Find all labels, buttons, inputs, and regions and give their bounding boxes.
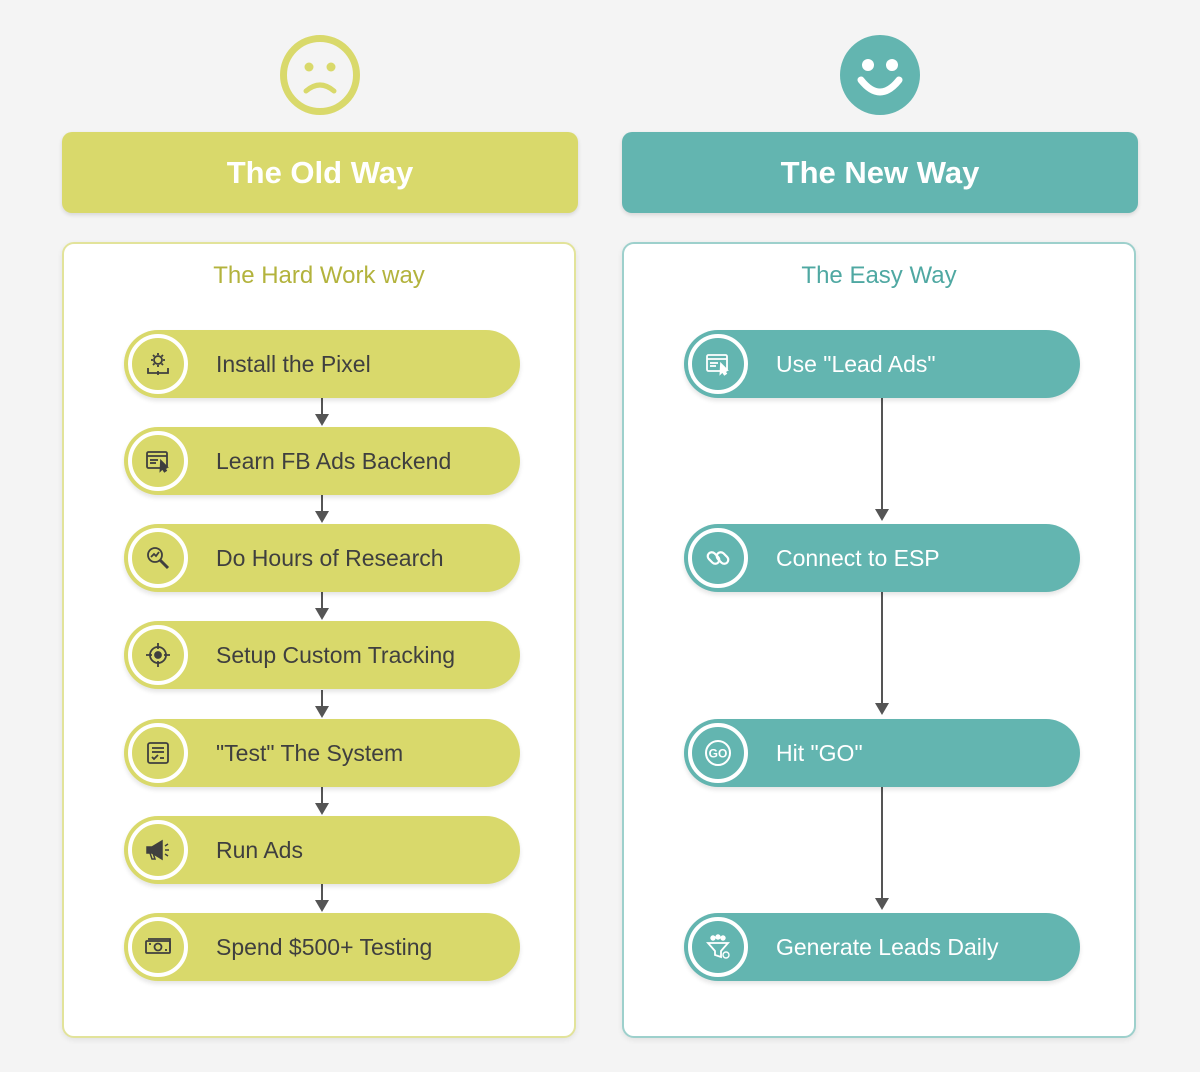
go-badge-icon: GO xyxy=(688,723,748,783)
step-label: Do Hours of Research xyxy=(216,544,444,571)
new-way-subtitle: The Easy Way xyxy=(801,262,957,289)
step-label: Hit "GO" xyxy=(776,739,863,766)
step-label: Install the Pixel xyxy=(216,350,371,377)
new-step-generate-leads: Generate Leads Daily xyxy=(684,913,1080,981)
happy-face-icon xyxy=(840,35,920,115)
ads-window-cursor-icon xyxy=(688,334,748,394)
funnel-people-icon xyxy=(688,917,748,977)
old-way-panel: The Hard Work way Install the Pixel xyxy=(62,242,576,1038)
money-icon xyxy=(128,917,188,977)
new-way-panel: The Easy Way Use "Lead Ads" Connect to E… xyxy=(622,242,1136,1038)
crosshair-icon xyxy=(128,625,188,685)
old-step-learn-backend: Learn FB Ads Backend xyxy=(124,427,520,495)
new-step-hit-go: GO Hit "GO" xyxy=(684,719,1080,787)
step-label: Spend $500+ Testing xyxy=(216,933,433,960)
checklist-icon xyxy=(128,723,188,783)
old-step-spend: Spend $500+ Testing xyxy=(124,913,520,981)
old-step-research: Do Hours of Research xyxy=(124,524,520,592)
step-label: Connect to ESP xyxy=(776,544,940,571)
old-step-run-ads: Run Ads xyxy=(124,816,520,884)
new-way-connectors xyxy=(875,398,889,910)
old-way-connectors xyxy=(315,398,329,912)
new-step-lead-ads: Use "Lead Ads" xyxy=(684,330,1080,398)
step-label: Generate Leads Daily xyxy=(776,933,999,960)
step-label: Setup Custom Tracking xyxy=(216,641,456,668)
old-step-tracking: Setup Custom Tracking xyxy=(124,621,520,689)
old-step-test: "Test" The System xyxy=(124,719,520,787)
ads-window-cursor-icon xyxy=(128,431,188,491)
step-label: Use "Lead Ads" xyxy=(776,350,936,377)
megaphone-icon xyxy=(128,820,188,880)
old-step-install-pixel: Install the Pixel xyxy=(124,330,520,398)
step-label: "Test" The System xyxy=(216,739,404,766)
sad-face-icon xyxy=(280,35,360,115)
step-label: Learn FB Ads Backend xyxy=(216,447,452,474)
link-icon xyxy=(688,528,748,588)
old-way-subtitle: The Hard Work way xyxy=(213,262,425,289)
step-label: Run Ads xyxy=(216,836,303,863)
new-step-connect-esp: Connect to ESP xyxy=(684,524,1080,592)
gear-upload-icon xyxy=(128,334,188,394)
old-way-header: The Old Way xyxy=(62,132,578,213)
search-chart-icon xyxy=(128,528,188,588)
go-badge-text: GO xyxy=(709,747,728,761)
new-way-header: The New Way xyxy=(622,132,1138,213)
